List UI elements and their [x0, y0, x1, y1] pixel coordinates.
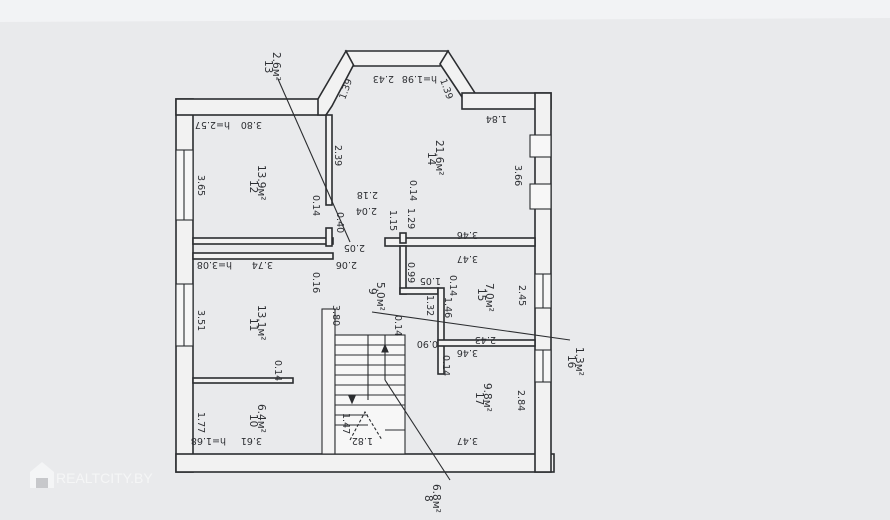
dim-346-mid: 3.46 — [457, 229, 478, 240]
dim-014-b: 0.14 — [407, 180, 418, 201]
dim-218: 2.18 — [357, 189, 378, 200]
room-9-area: 5.0м² — [374, 282, 386, 311]
room-14-number: 14 — [425, 152, 437, 166]
dim-380-stair: 3.80 — [330, 305, 341, 326]
dim-014-e: 0.14 — [272, 360, 283, 381]
dim-206: 2.06 — [336, 259, 357, 270]
dim-090: 0.90 — [417, 338, 438, 349]
dim-014-f: 0.14 — [440, 355, 451, 376]
room-13-area: 2.6м² — [270, 52, 282, 81]
dim-146: 1.46 — [442, 297, 453, 318]
dim-099: 0.99 — [405, 262, 416, 283]
dim-016: 0.16 — [310, 272, 321, 293]
room-17-number: 17 — [473, 392, 485, 405]
dim-239: 2.39 — [332, 145, 343, 166]
windows — [175, 134, 552, 383]
room-15-area: 7.0м² — [483, 283, 495, 312]
room-10-area: 6.4м² — [255, 404, 267, 433]
dim-361: 3.61 — [241, 435, 262, 446]
dim-204: 2.04 — [356, 205, 377, 216]
dim-243-mid: 2.43 — [475, 334, 496, 345]
dim-014-d: 0.14 — [392, 315, 403, 336]
dim-h308: h=3.08 — [197, 259, 232, 270]
room-13-number: 13 — [262, 60, 274, 73]
dim-205: 2.05 — [344, 242, 365, 253]
leader-lines — [277, 78, 571, 481]
room-17-area: 9.8м² — [481, 383, 493, 412]
room-9-number: 9 — [366, 288, 378, 295]
dim-177: 1.77 — [195, 412, 206, 433]
dim-h198: h=1.98 — [402, 73, 437, 84]
room-10-number: 10 — [247, 414, 259, 427]
house-logo-icon — [30, 462, 54, 488]
room-11-area: 13.1м² — [255, 305, 267, 341]
dim-182: 1.82 — [352, 435, 373, 446]
dim-366: 3.66 — [512, 165, 523, 186]
watermark: REALTCITY.BY — [30, 462, 153, 488]
room-14-area: 21.6м² — [433, 140, 445, 176]
dim-014-c: 0.14 — [447, 275, 458, 296]
dim-h168: h=1.68 — [191, 435, 226, 446]
paper-shadow-edge — [0, 0, 890, 22]
room-16-area: 1.3м² — [573, 347, 585, 376]
dim-374: 3.74 — [252, 259, 273, 270]
dim-243-top: 2.43 — [373, 73, 394, 84]
room-8-number: 8 — [422, 495, 434, 502]
dimension-labels: 3.80 h=2.57 h=1.98 2.43 1.39 1.39 1.84 3… — [191, 73, 527, 446]
dim-147: 1.47 — [340, 413, 351, 434]
dim-115: 1.15 — [387, 210, 398, 231]
interior-walls — [192, 114, 536, 384]
dim-351: 3.51 — [195, 310, 206, 331]
dim-184: 1.84 — [486, 113, 507, 124]
room-16-number: 16 — [565, 355, 577, 369]
dim-h257: h=2.57 — [195, 119, 230, 130]
room-15-number: 15 — [475, 288, 487, 301]
dim-380-top: 3.80 — [241, 119, 262, 130]
dim-105: 1.05 — [420, 275, 441, 286]
room-12-area: 13.9м² — [255, 165, 267, 201]
dim-040: 0.40 — [334, 212, 345, 233]
dim-347-bottom: 3.47 — [457, 435, 478, 446]
staircase — [321, 308, 406, 455]
dim-347-mid: 3.47 — [457, 253, 478, 264]
dim-284: 2.84 — [515, 390, 526, 411]
dim-245: 2.45 — [516, 285, 527, 306]
room-12-number: 12 — [247, 180, 259, 193]
room-8-area: 6.8м² — [430, 484, 442, 513]
dim-014-a: 0.14 — [310, 195, 321, 216]
room-11-number: 11 — [247, 318, 259, 331]
dim-346-low: 3.46 — [457, 347, 478, 358]
room-labels: 12 13.9м² 14 21.6м² 11 13.1м² 10 6.4м² 9… — [247, 52, 585, 513]
dim-129: 1.29 — [405, 208, 416, 229]
watermark-text: REALTCITY.BY — [56, 470, 153, 486]
dim-365: 3.65 — [195, 175, 206, 196]
dim-132: 1.32 — [424, 295, 435, 316]
